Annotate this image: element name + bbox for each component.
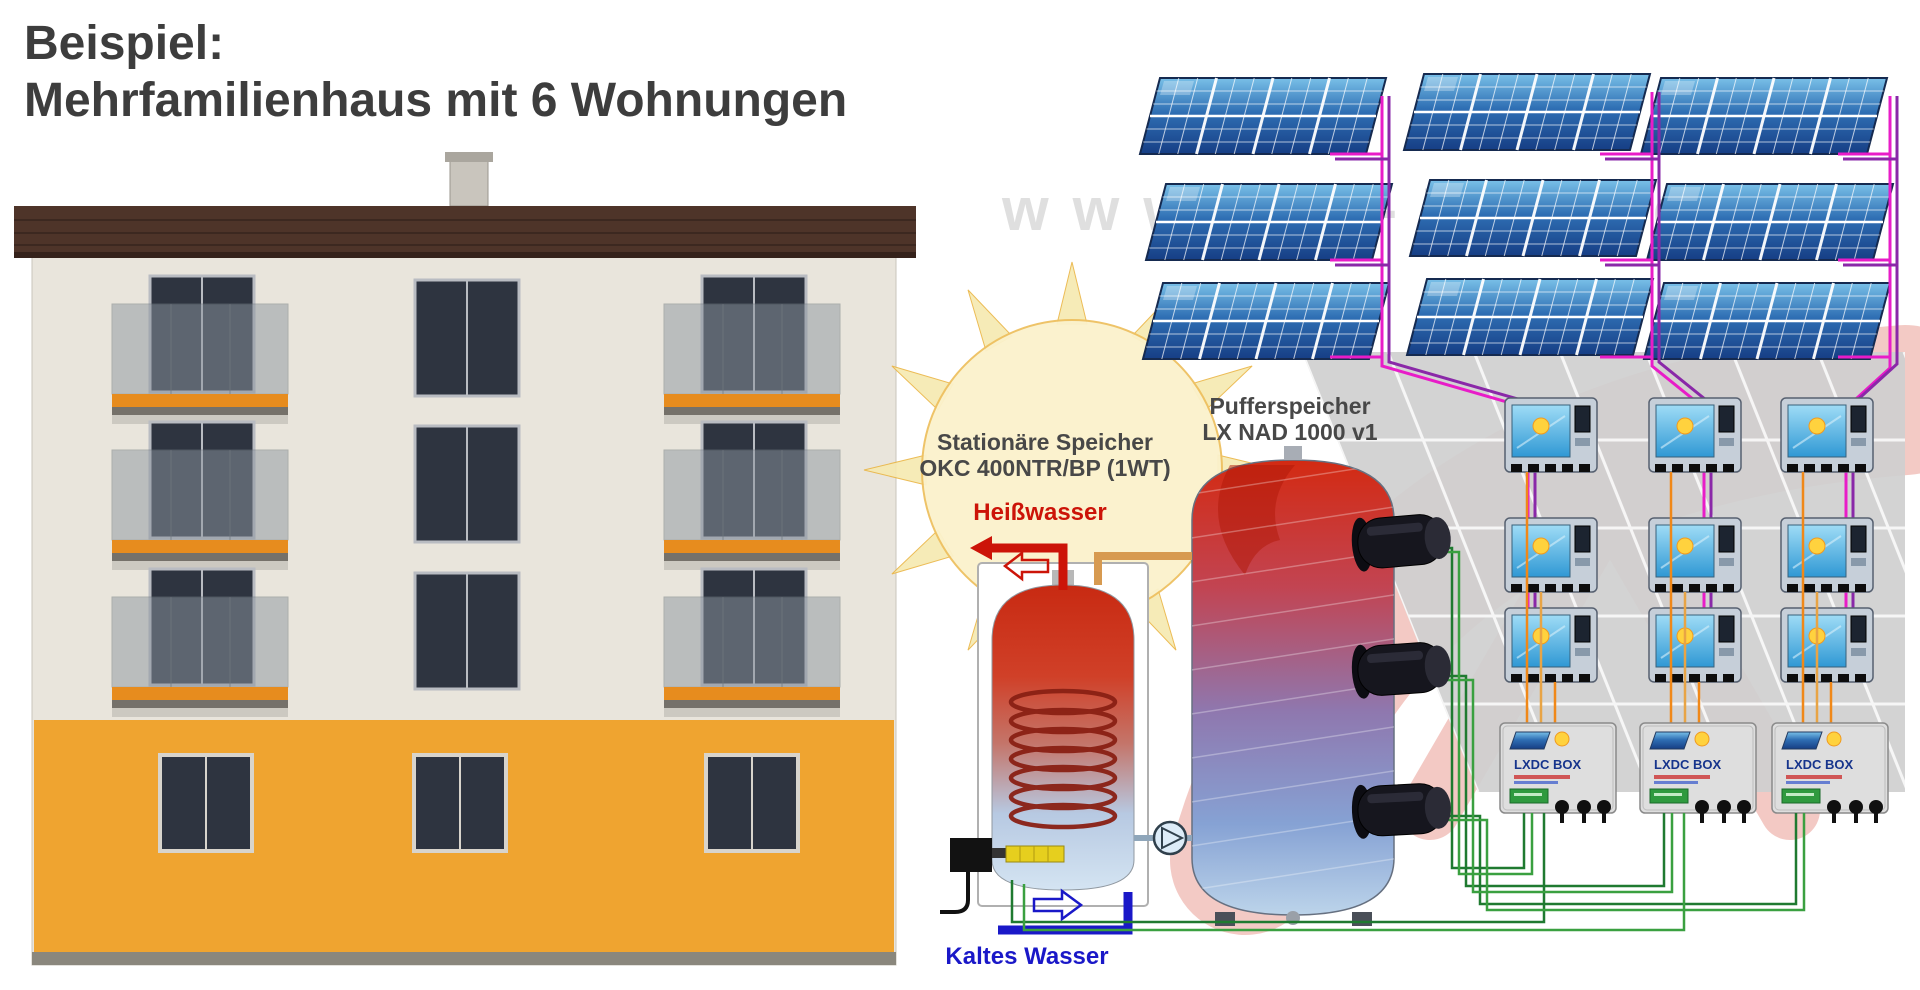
window bbox=[704, 753, 800, 853]
pv-controller bbox=[1504, 517, 1598, 593]
buffer-tank-label-line1: Pufferspeicher bbox=[1209, 393, 1371, 419]
solar-loop-pipe bbox=[1094, 552, 1192, 585]
stationary-tank-label-line2: OKC 400NTR/BP (1WT) bbox=[919, 454, 1171, 481]
pv-controller bbox=[1648, 517, 1742, 593]
heat-exchanger-coil bbox=[1008, 688, 1118, 830]
hot-water-pipe bbox=[992, 543, 1068, 590]
page-title: Beispiel: Mehrfamilienhaus mit 6 Wohnung… bbox=[24, 16, 847, 129]
window bbox=[413, 571, 521, 691]
stationary-tank-label: Stationäre Speicher OKC 400NTR/BP (1WT) bbox=[905, 429, 1185, 482]
window bbox=[158, 753, 254, 853]
hot-water-label: Heißwasser bbox=[973, 499, 1107, 526]
storage-tank-okc bbox=[940, 562, 1149, 914]
pump-icon bbox=[1152, 820, 1188, 856]
cold-water-label: Kaltes Wasser bbox=[945, 943, 1109, 970]
hot-water-arrow-icon bbox=[1002, 550, 1050, 582]
window bbox=[412, 753, 508, 853]
pv-controller bbox=[1780, 517, 1874, 593]
solar-field bbox=[1138, 72, 1895, 361]
pv-controller bbox=[1780, 397, 1874, 473]
solar-array bbox=[1141, 281, 1391, 361]
apartment-building bbox=[14, 152, 916, 966]
controller-output-wires bbox=[1525, 472, 1833, 723]
solar-array bbox=[1144, 182, 1394, 262]
solar-array bbox=[1408, 178, 1658, 258]
heater-wires bbox=[1010, 546, 1806, 932]
lxdc-box bbox=[1498, 721, 1618, 825]
pv-controller bbox=[1648, 607, 1742, 683]
chimney bbox=[449, 157, 489, 207]
buffer-tank-label-line2: LX NAD 1000 v1 bbox=[1202, 418, 1378, 445]
buffer-tank bbox=[1191, 446, 1395, 926]
title-line1: Beispiel: bbox=[24, 17, 225, 70]
solar-array bbox=[1642, 281, 1892, 361]
roof bbox=[14, 206, 916, 258]
heater-junction-box bbox=[950, 838, 992, 872]
window bbox=[413, 424, 521, 544]
cold-water-arrow-icon bbox=[1032, 888, 1084, 922]
hot-water-arrowhead bbox=[970, 536, 992, 560]
solar-array bbox=[1405, 277, 1655, 357]
pv-controller bbox=[1504, 397, 1598, 473]
title-line2: Mehrfamilienhaus mit 6 Wohnungen bbox=[24, 73, 848, 127]
pv-controller bbox=[1648, 397, 1742, 473]
pv-controller bbox=[1504, 607, 1598, 683]
stationary-tank-label-line1: Stationäre Speicher bbox=[936, 429, 1154, 455]
lxdc-box bbox=[1770, 721, 1890, 825]
window bbox=[413, 278, 521, 398]
lxdc-box bbox=[1638, 721, 1758, 825]
solar-array bbox=[1639, 76, 1889, 156]
solar-array bbox=[1138, 76, 1388, 156]
buffer-tank-label: Pufferspeicher LX NAD 1000 v1 bbox=[1140, 393, 1440, 446]
plinth bbox=[32, 952, 896, 965]
electric-heating-rod bbox=[1005, 845, 1065, 863]
pv-string-wires bbox=[1330, 92, 1899, 620]
chimney-cap bbox=[445, 152, 493, 162]
lxdc-box-row bbox=[1498, 721, 1890, 825]
solar-array bbox=[1402, 72, 1652, 152]
pv-controller bbox=[1780, 607, 1874, 683]
solar-array bbox=[1645, 182, 1895, 262]
flame-graphic bbox=[1218, 465, 1295, 575]
